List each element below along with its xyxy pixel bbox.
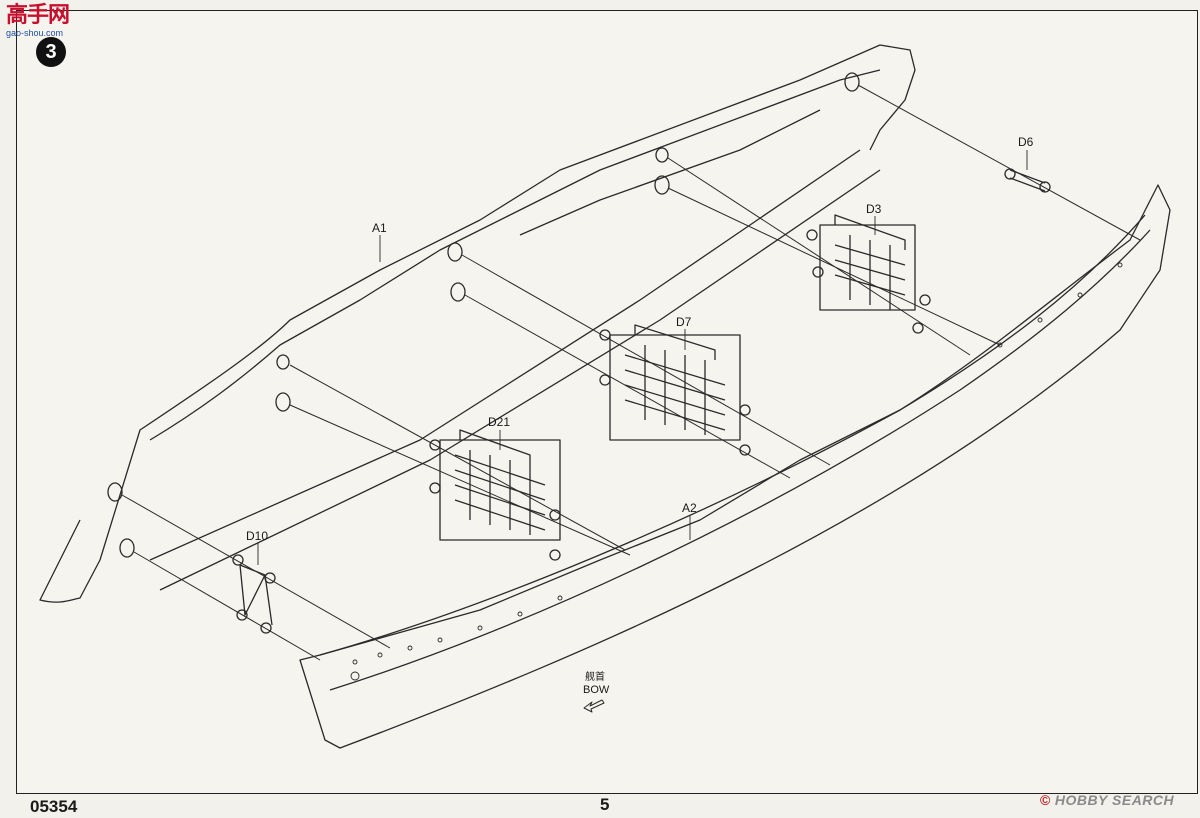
instruction-frame — [16, 10, 1198, 794]
bow-label: BOW — [583, 684, 610, 696]
hull-outline — [299, 184, 1171, 749]
site-logo-sub: gao-shou.com — [6, 28, 64, 38]
bow-label-chinese: 舰首 — [585, 670, 605, 683]
hull-waterline — [329, 229, 1151, 691]
arrow-down-left-icon — [583, 699, 605, 713]
label-d3: D3 — [866, 202, 882, 216]
assembly-arrows — [121, 84, 1141, 661]
bulkhead-d3 — [806, 214, 931, 334]
deck-line-3 — [519, 109, 821, 236]
bulkhead-d21 — [429, 429, 561, 561]
bulkhead-d7 — [599, 324, 751, 456]
step-number-badge: 3 — [36, 37, 66, 67]
watermark: ©HOBBY SEARCH — [1040, 792, 1174, 808]
stern-outline — [39, 44, 916, 603]
portholes — [350, 262, 1123, 681]
kit-number: 05354 — [30, 797, 78, 816]
deck-line-1 — [149, 149, 861, 561]
rod-d6 — [1004, 168, 1051, 193]
watermark-text: HOBBY SEARCH — [1054, 792, 1175, 808]
deck-line-2 — [159, 169, 881, 591]
label-d7: D7 — [676, 315, 692, 329]
page-number: 5 — [600, 795, 610, 814]
mounting-pegs — [107, 72, 860, 558]
stern-inner — [149, 69, 881, 441]
label-d21: D21 — [488, 415, 510, 429]
label-d6: D6 — [1018, 135, 1034, 149]
site-logo: 高手网 — [6, 2, 70, 27]
leader-lines — [257, 150, 1028, 565]
label-d10: D10 — [246, 529, 268, 543]
label-a2: A2 — [682, 501, 697, 515]
watermark-mark: © — [1040, 792, 1051, 808]
hull-side — [319, 214, 1146, 656]
label-a1: A1 — [372, 221, 387, 235]
